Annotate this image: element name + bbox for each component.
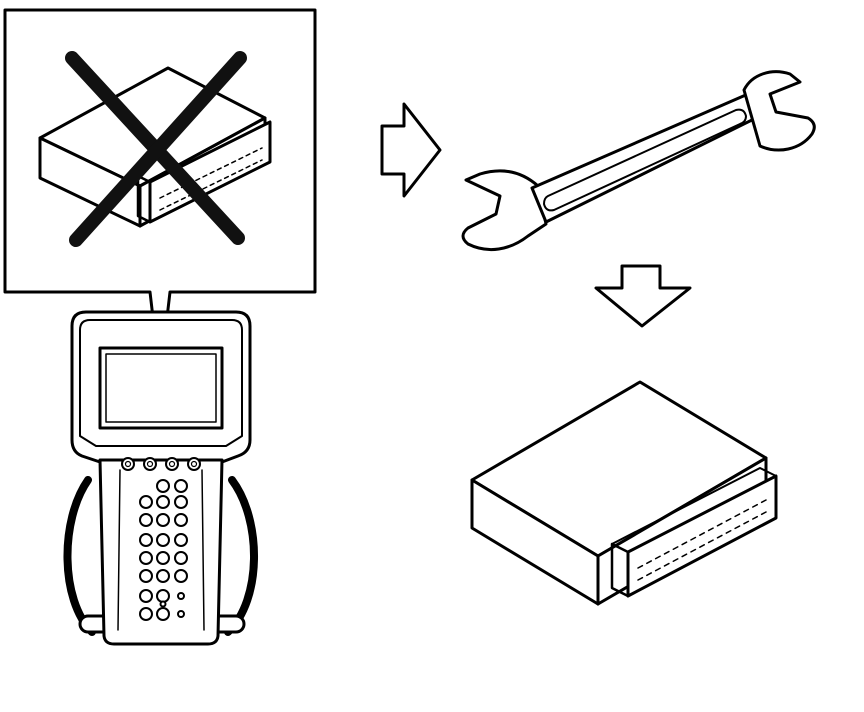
- new-module-icon: [470, 380, 778, 606]
- keypad: [139, 479, 188, 621]
- arrow-right-icon: [380, 102, 442, 198]
- arrow-down-icon: [594, 264, 692, 328]
- cross-out-mark: [65, 51, 247, 247]
- scan-tool: [63, 310, 258, 646]
- function-keys: [121, 457, 201, 471]
- wrench-icon: [461, 70, 816, 251]
